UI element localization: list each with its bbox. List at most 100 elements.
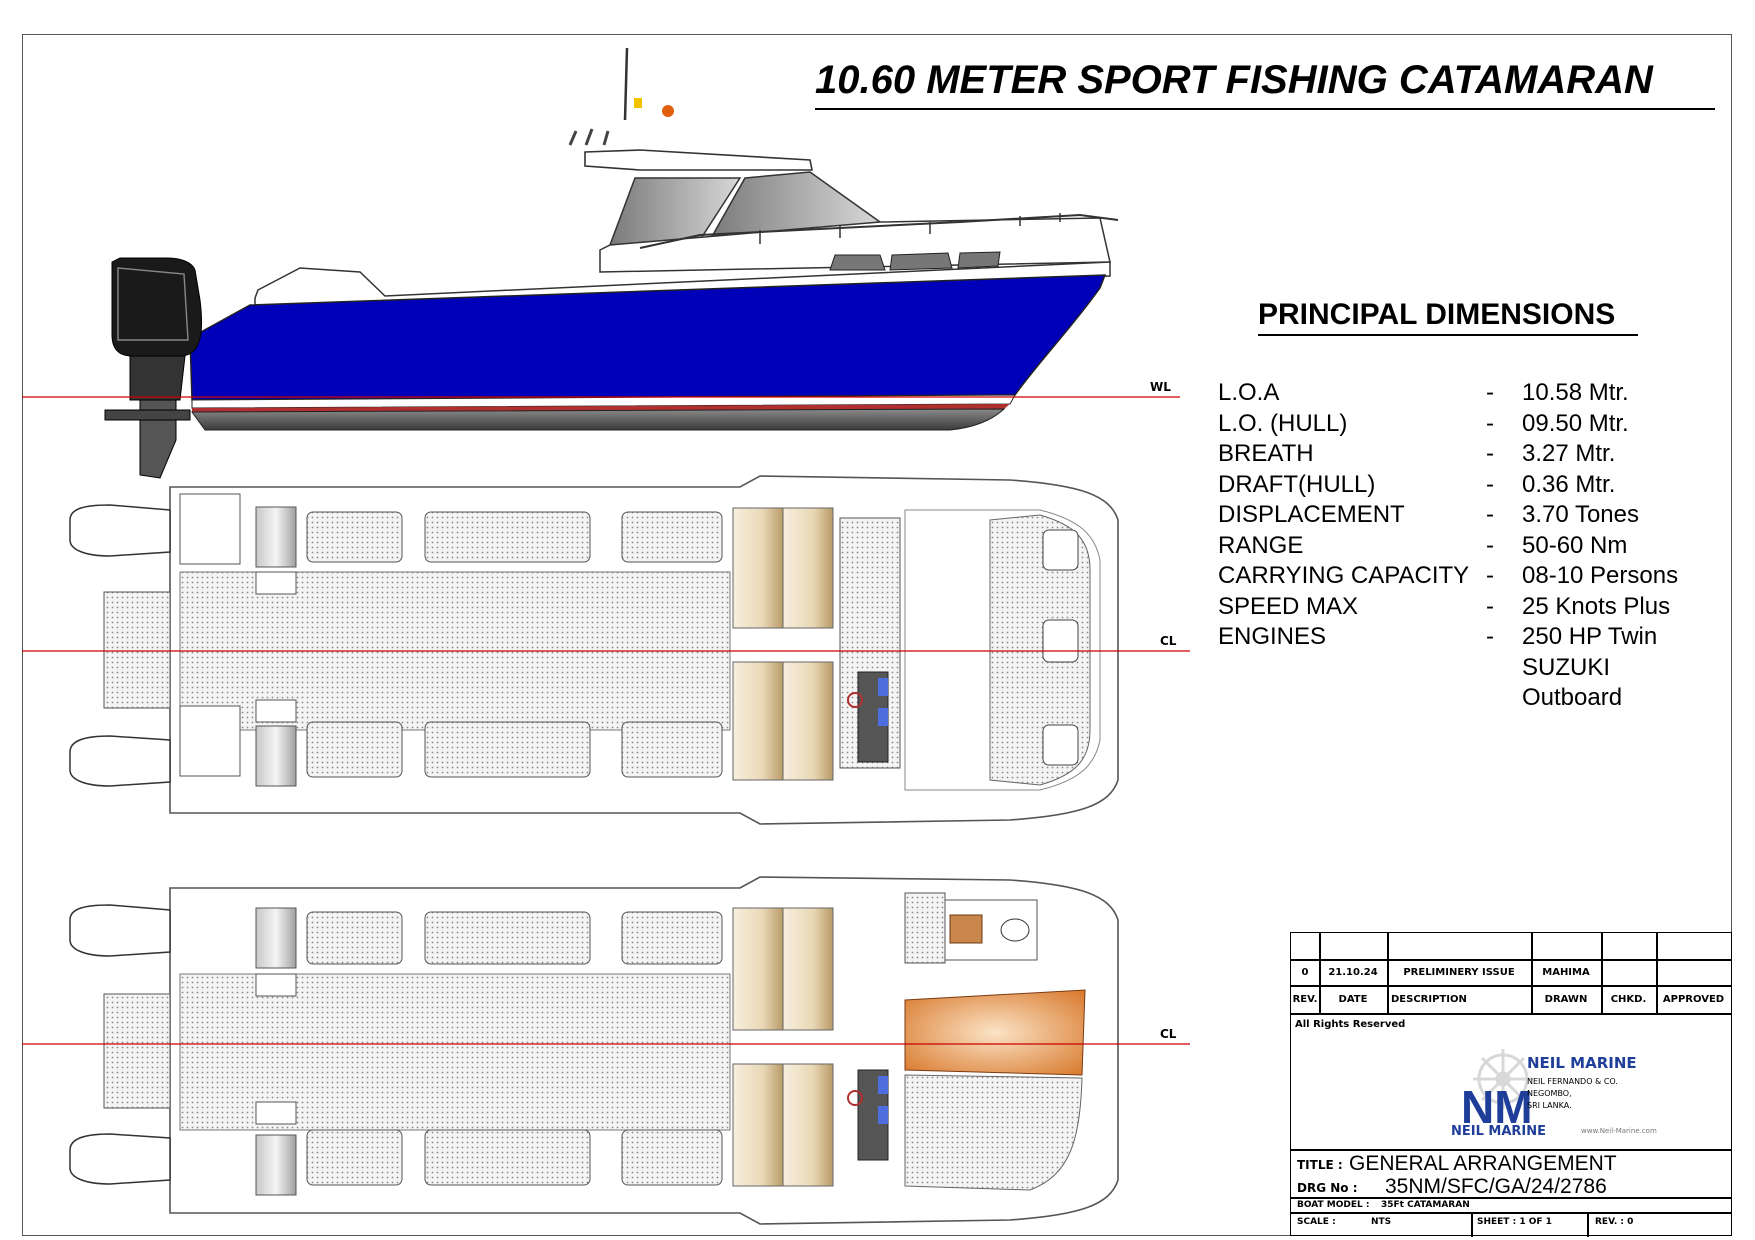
seat xyxy=(782,907,834,1031)
dimension-row: CARRYING CAPACITY-08-10 Persons xyxy=(1218,561,1718,592)
head-locker xyxy=(904,892,946,964)
sink xyxy=(255,699,297,723)
hardtop xyxy=(584,149,813,171)
cockpit-deck xyxy=(179,973,731,1131)
bow-hatch xyxy=(1042,724,1079,766)
live-well xyxy=(255,907,297,969)
transom-step xyxy=(103,993,171,1109)
revision-number: 0 xyxy=(1301,966,1309,978)
company-name: NEIL MARINE xyxy=(1527,1054,1637,1072)
deck-hatch xyxy=(306,911,403,965)
rights-reserved: All Rights Reserved xyxy=(1295,1018,1406,1030)
dimension-label: DRAFT(HULL) xyxy=(1218,470,1376,498)
deck-hatch xyxy=(424,721,591,778)
sink xyxy=(255,571,297,595)
deck-hatch xyxy=(306,1129,403,1186)
dimension-dash: - xyxy=(1486,623,1494,650)
dimension-value: 25 Knots Plus xyxy=(1522,592,1671,620)
deck-hatch xyxy=(424,911,591,965)
scale-label: SCALE : xyxy=(1297,1217,1336,1227)
transom-locker xyxy=(179,493,241,565)
helm-screen xyxy=(878,1076,888,1094)
engine-type: Outboard xyxy=(1522,684,1623,711)
antenna xyxy=(623,47,629,121)
transom-step xyxy=(103,591,171,709)
outboard-engine-plan xyxy=(69,735,171,787)
company-city: NEGOMBO, xyxy=(1527,1088,1572,1098)
helm-screen xyxy=(878,1106,888,1124)
hull-side xyxy=(189,274,1107,401)
company-name-footer: NEIL MARINE xyxy=(1451,1123,1547,1139)
revision-label: REV. : 0 xyxy=(1595,1217,1634,1227)
deck-hatch xyxy=(621,721,723,778)
dimension-value: 0.36 Mtr. xyxy=(1522,470,1616,498)
checked-header: CHKD. xyxy=(1610,993,1647,1005)
dimension-label: CARRYING CAPACITY xyxy=(1218,562,1470,589)
drawing-border xyxy=(22,34,1732,1236)
dimension-dash: - xyxy=(1486,531,1494,559)
approved-header: APPROVED xyxy=(1662,993,1725,1005)
dimension-row: DRAFT(HULL) -0.36 Mtr. xyxy=(1218,470,1718,501)
date-header: DATE xyxy=(1338,993,1368,1005)
deck-hatch xyxy=(424,1129,591,1186)
dimension-dash: - xyxy=(1486,592,1494,620)
revision-drawn-by: MAHIMA xyxy=(1542,966,1590,978)
dimension-row: BREATH - 3.27 Mtr. xyxy=(1218,439,1718,470)
navigation-light xyxy=(662,105,674,117)
outboard-engine-plan xyxy=(69,504,171,557)
principal-dimensions-heading: PRINCIPAL DIMENSIONS xyxy=(1258,298,1616,331)
rod-holders xyxy=(568,128,610,146)
side-profile xyxy=(104,47,1119,479)
seat xyxy=(732,907,784,1031)
dimension-value: 3.27 Mtr. xyxy=(1522,440,1616,467)
title-label: TITLE : xyxy=(1297,1158,1343,1172)
seat xyxy=(782,1063,834,1187)
dimension-dash: - xyxy=(1486,470,1494,498)
sink xyxy=(255,973,297,997)
rev-header: REV. xyxy=(1292,993,1318,1005)
deck-hatch xyxy=(306,511,403,563)
dimension-value: 50-60 Nm xyxy=(1522,531,1628,559)
hull-window xyxy=(957,251,1001,269)
outboard-engine-plan xyxy=(69,1133,171,1185)
v-berth xyxy=(904,989,1086,1076)
dimension-dash: - xyxy=(1486,501,1494,528)
principal-dimensions-underline xyxy=(1258,334,1638,336)
description-header: DESCRIPTION xyxy=(1391,993,1467,1005)
dimension-label: ENGINES xyxy=(1218,623,1327,650)
dimension-dash: - xyxy=(1486,440,1494,467)
dimension-row: RANGE-50-60 Nm xyxy=(1218,531,1718,562)
dimension-row: DISPLACEMENT-3.70 Tones xyxy=(1218,500,1718,531)
waterline-label: WL xyxy=(1150,380,1171,394)
revision-date: 21.10.24 xyxy=(1328,966,1378,978)
keel xyxy=(191,408,1006,431)
deck-hatch xyxy=(424,511,591,563)
boat-model-value: 35Ft CATAMARAN xyxy=(1381,1200,1470,1210)
company-logo: NM xyxy=(1441,1045,1721,1141)
steering-wheel-icon xyxy=(847,1090,863,1106)
lower-plan xyxy=(69,876,1119,1225)
live-well xyxy=(255,1134,297,1196)
revision-description: PRELIMINERY ISSUE xyxy=(1403,966,1515,978)
anchor-light xyxy=(634,98,642,108)
live-well xyxy=(255,506,297,568)
dimension-row: L.O.A-10.58 Mtr. xyxy=(1218,378,1718,409)
centerline-deck-label: CL xyxy=(1160,634,1177,648)
principal-dimensions-table: L.O.A-10.58 Mtr. L.O. (HULL)-09.50 Mtr. … xyxy=(1218,378,1718,714)
dimension-label: BREATH xyxy=(1218,440,1314,467)
seat xyxy=(782,507,834,629)
deck-hatch xyxy=(621,911,723,965)
dimension-dash: - xyxy=(1486,409,1494,437)
deck-hatch xyxy=(621,1129,723,1186)
live-well xyxy=(255,725,297,787)
dimension-value: 09.50 Mtr. xyxy=(1522,409,1629,437)
boat-model-label: BOAT MODEL : xyxy=(1297,1200,1370,1210)
helm-screen xyxy=(878,678,888,696)
title-underline xyxy=(815,108,1715,110)
hull-window xyxy=(829,254,886,271)
deck-hatch xyxy=(306,721,403,778)
dimension-dash: - xyxy=(1486,562,1494,589)
sheet-number: SHEET : 1 OF 1 xyxy=(1477,1217,1552,1227)
dimension-row: SPEED MAX-25 Knots Plus xyxy=(1218,592,1718,623)
